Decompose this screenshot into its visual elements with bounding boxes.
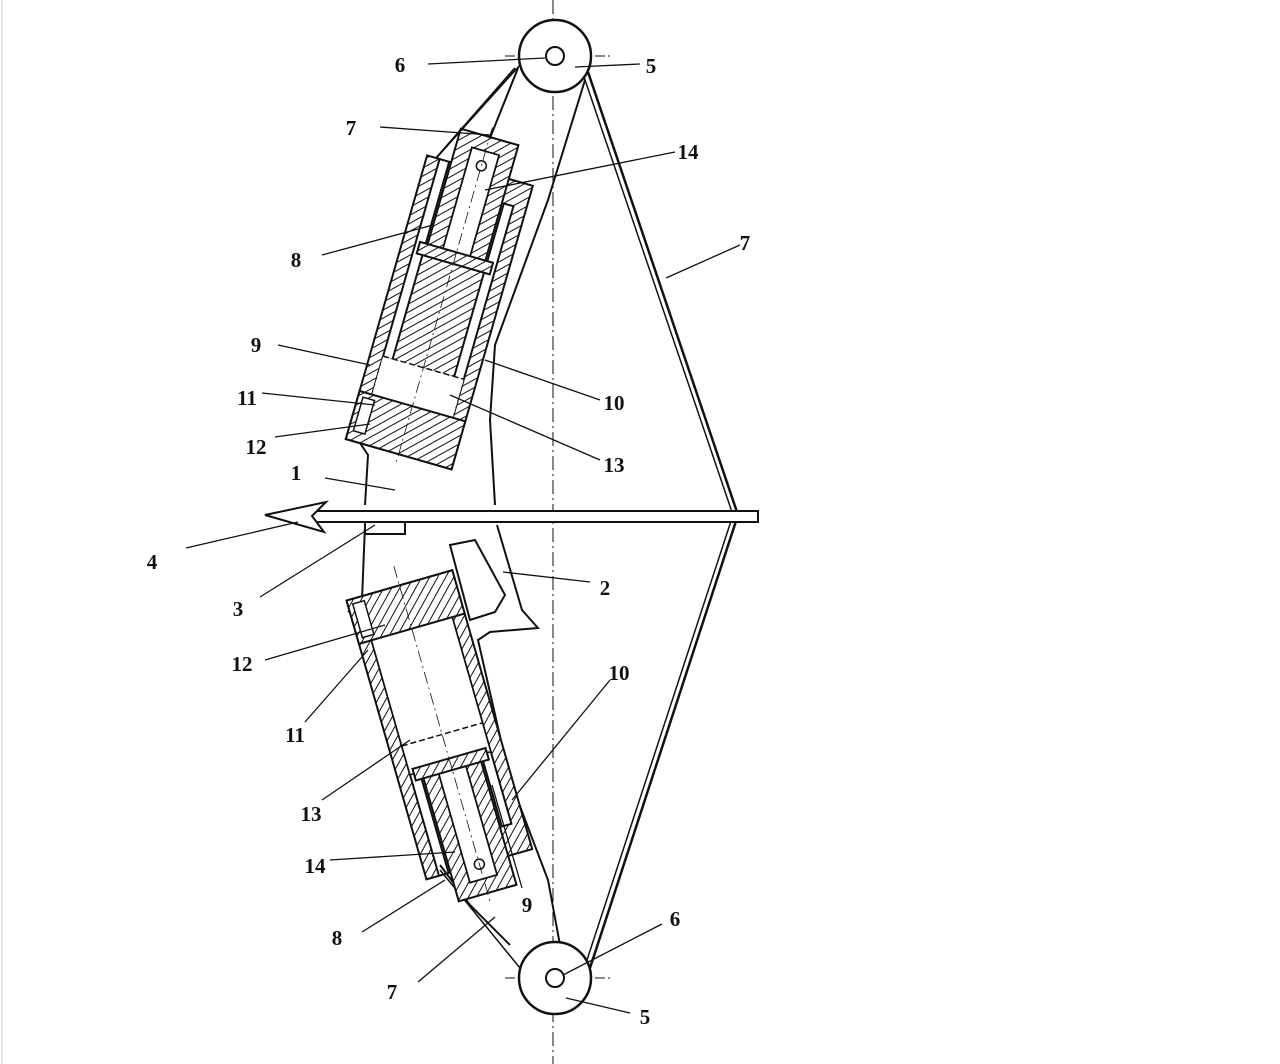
reference-label-10: 10 <box>604 391 625 415</box>
reference-label-5: 5 <box>646 54 657 78</box>
reference-label-8: 8 <box>291 248 302 272</box>
reference-label-7: 7 <box>740 231 751 255</box>
reference-label-7: 7 <box>346 116 357 140</box>
reference-label-9: 9 <box>251 333 262 357</box>
reference-label-6: 6 <box>670 907 681 931</box>
cable-upper <box>429 64 521 166</box>
cylinder-lower <box>345 566 534 903</box>
reference-label-5: 5 <box>640 1005 651 1029</box>
reference-label-8: 8 <box>332 926 343 950</box>
grip <box>448 538 507 622</box>
reference-label-11: 11 <box>237 386 257 410</box>
reference-label-13: 13 <box>301 802 322 826</box>
reference-label-9: 9 <box>522 893 533 917</box>
reference-label-12: 12 <box>246 435 267 459</box>
cylinder-upper <box>344 127 535 471</box>
cable-lower <box>439 869 521 969</box>
pulley-top <box>517 18 593 94</box>
pulley-bottom <box>517 940 593 1016</box>
reference-label-6: 6 <box>395 53 406 77</box>
arrow <box>264 500 759 534</box>
reference-label-4: 4 <box>147 550 158 574</box>
reference-label-7: 7 <box>387 980 398 1004</box>
reference-label-3: 3 <box>233 597 244 621</box>
reference-label-11: 11 <box>285 723 305 747</box>
reference-label-14: 14 <box>305 854 327 878</box>
reference-label-14: 14 <box>678 140 700 164</box>
reference-label-2: 2 <box>600 576 611 600</box>
reference-label-12: 12 <box>232 652 253 676</box>
reference-label-1: 1 <box>291 461 302 485</box>
leader-lines <box>185 57 741 1014</box>
reference-label-10: 10 <box>609 661 630 685</box>
reference-label-13: 13 <box>604 453 625 477</box>
